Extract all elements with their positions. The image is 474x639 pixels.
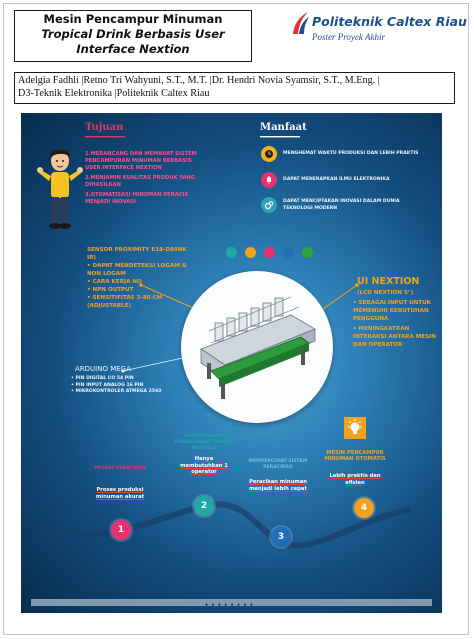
step-3-circle: 3: [271, 527, 291, 547]
dot-teal: [226, 247, 237, 258]
machine-image: [181, 271, 333, 423]
ui-connector-line: [322, 283, 359, 310]
footer-bar: [31, 599, 432, 606]
sensor-item: • NPN output: [87, 287, 134, 293]
arduino-title: ARDUINO MEGA: [75, 365, 131, 373]
dot-blue: [283, 247, 294, 258]
person-illustration: [37, 149, 83, 229]
logo-subtitle: Poster Proyek Akhir: [312, 32, 385, 42]
ui-nextion-title: UI NEXTION: [357, 276, 420, 287]
arduino-item: • Mikrokontroler ATMEGA 2560: [71, 389, 162, 394]
arduino-item: • Pin input analog 16 pin: [71, 382, 144, 388]
manfaat-underline: [260, 136, 300, 138]
step-1-desc: Proses produksi minuman akurat: [95, 487, 145, 500]
ui-nextion-subtitle: (LCD NEXTION 5"): [357, 290, 414, 296]
step-4-label: Mesin pencampur minuman otomatis: [324, 450, 386, 462]
title-line-3: Interface Nextion: [76, 42, 190, 56]
arduino-connector-line: [121, 356, 188, 373]
pcr-logo: Politeknik Caltex Riau Poster Proyek Akh…: [290, 8, 467, 44]
tujuan-underline: [85, 136, 125, 138]
poster-frame: [3, 3, 469, 635]
sensor-item: • Dapat mendeteksi logam & non logam: [87, 263, 187, 277]
sensor-item: • Sensitifitas 3-80 cm (adjustable): [87, 295, 163, 309]
step-1-circle: 1: [111, 520, 131, 540]
mixing-machine-illustration: [200, 296, 316, 399]
gears-icon: [261, 197, 277, 213]
manfaat-item-text: Menghemat waktu produksi dan lebih prakt…: [283, 151, 419, 156]
step-4-desc: Lebih praktis dan efisien: [329, 473, 381, 486]
ui-nextion-item: • Meningkatkan interaksi antara mesin da…: [353, 326, 436, 348]
manfaat-item-text: Dapat menerapkan ilmu elektronika: [283, 177, 390, 182]
manfaat-item-text: Dapat menciptakan inovasi dalam dunia te…: [283, 199, 400, 211]
step-3-label: Mempercepat sistem peracikan: [248, 459, 308, 470]
logo-name: Politeknik Caltex Riau: [312, 14, 467, 29]
tujuan-item: 3.Otomatisasi minuman peracik menjadi in…: [85, 192, 189, 205]
ui-nextion-list: • Sebagai input untuk memenuhi kebutuhan…: [353, 299, 439, 349]
step-3-desc: Peracikan minuman menjadi lebih cepat: [249, 479, 307, 492]
step-2-label: Meminimalisir penggunaan tenaga manusia: [174, 434, 234, 451]
rocket-icon: [261, 172, 277, 188]
title-line-1: Mesin Pencampur Minuman: [43, 12, 223, 26]
ui-nextion-item: • Sebagai input untuk memenuhi kebutuhan…: [353, 300, 432, 322]
footer-dots: ● ● ● ● ● ● ● ●: [205, 602, 254, 608]
step-2-circle: 2: [194, 496, 214, 516]
title-box: Mesin Pencampur Minuman Tropical Drink B…: [14, 10, 252, 62]
tujuan-item: 1.Merancang dan membuat sistem pencampur…: [85, 151, 197, 171]
manfaat-heading: Manfaat: [260, 122, 307, 133]
arduino-item: • Pin digital I/O 54 pin: [71, 376, 134, 381]
dot-pink: [264, 247, 275, 258]
tujuan-heading: Tujuan: [85, 122, 124, 133]
sensor-list: Sensor proximity E18-D80NK IR) • Dapat m…: [87, 246, 197, 310]
process-curve: [60, 501, 412, 549]
sensor-item: Sensor proximity E18-D80NK IR): [87, 247, 187, 261]
title-line-2: Tropical Drink Berbasis User: [41, 27, 225, 41]
step-2-desc: Hanya membutuhkan 1 operator: [180, 456, 228, 475]
authors-line-2: D3-Teknik Elektronika |Politeknik Caltex…: [18, 88, 210, 99]
clock-icon: [261, 146, 277, 162]
tujuan-item: 2.Menjamin kualitas produk yang dihasilk…: [85, 175, 196, 188]
pcr-swoosh-icon: [293, 12, 309, 34]
step-4-circle: 4: [354, 498, 374, 518]
authors-box: Adelgia Fadhli |Retno Tri Wahyuni, S.T.,…: [14, 72, 455, 104]
sensor-item: • Cara kerja NO: [87, 279, 142, 285]
infographic-panel: Tujuan 1.Merancang dan membuat sistem pe…: [21, 113, 442, 613]
tujuan-list: 1.Merancang dan membuat sistem pencampur…: [85, 151, 207, 206]
arduino-list: • Pin digital I/O 54 pin • Pin input ana…: [71, 376, 181, 396]
dot-green: [302, 247, 313, 258]
lightbulb-icon: [344, 417, 366, 439]
step-1-label: Proses peracikan: [94, 466, 146, 471]
dot-orange: [245, 247, 256, 258]
authors-line-1: Adelgia Fadhli |Retno Tri Wahyuni, S.T.,…: [18, 75, 380, 86]
